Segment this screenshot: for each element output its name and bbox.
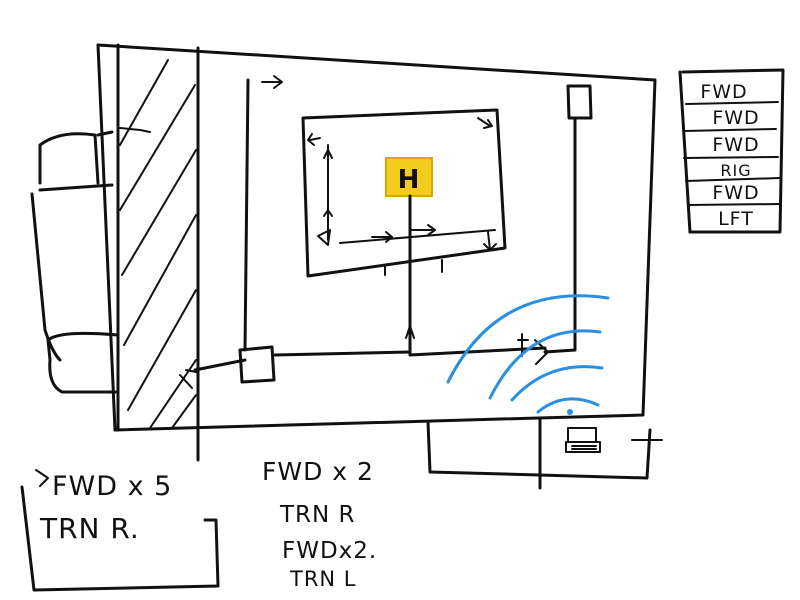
note-box-left: FWD x 5 TRN R.	[22, 470, 218, 590]
note-line: TRN R	[279, 502, 356, 528]
command-item: FWD	[712, 182, 759, 204]
command-stack: FWD FWD FWD RIG FWD LFT	[680, 70, 783, 232]
door-marker	[568, 86, 591, 118]
command-item: FWD	[712, 134, 759, 156]
command-item: LFT	[718, 208, 754, 230]
command-item: RIG	[720, 161, 751, 180]
robot-icon	[566, 428, 600, 452]
bottom-extension	[428, 418, 662, 488]
robot-path	[180, 76, 575, 388]
command-item: FWD	[712, 107, 759, 129]
note-line: TRN L	[289, 567, 357, 591]
note-center: FWD x 2 TRN R FWDx2. TRN L	[262, 457, 377, 591]
yellow-target-icon: H	[386, 158, 432, 196]
command-item: FWD	[700, 81, 747, 103]
note-line: FWDx2.	[282, 538, 377, 564]
start-box	[240, 347, 274, 382]
note-line: FWD x 5	[52, 471, 172, 502]
wifi-signal-icon	[448, 296, 608, 415]
hatched-wall	[118, 45, 198, 460]
chair-sketch	[32, 132, 118, 392]
target-label: H	[398, 165, 421, 195]
devices	[240, 86, 591, 382]
note-line: TRN R.	[39, 512, 140, 545]
note-line: FWD x 2	[262, 457, 374, 486]
